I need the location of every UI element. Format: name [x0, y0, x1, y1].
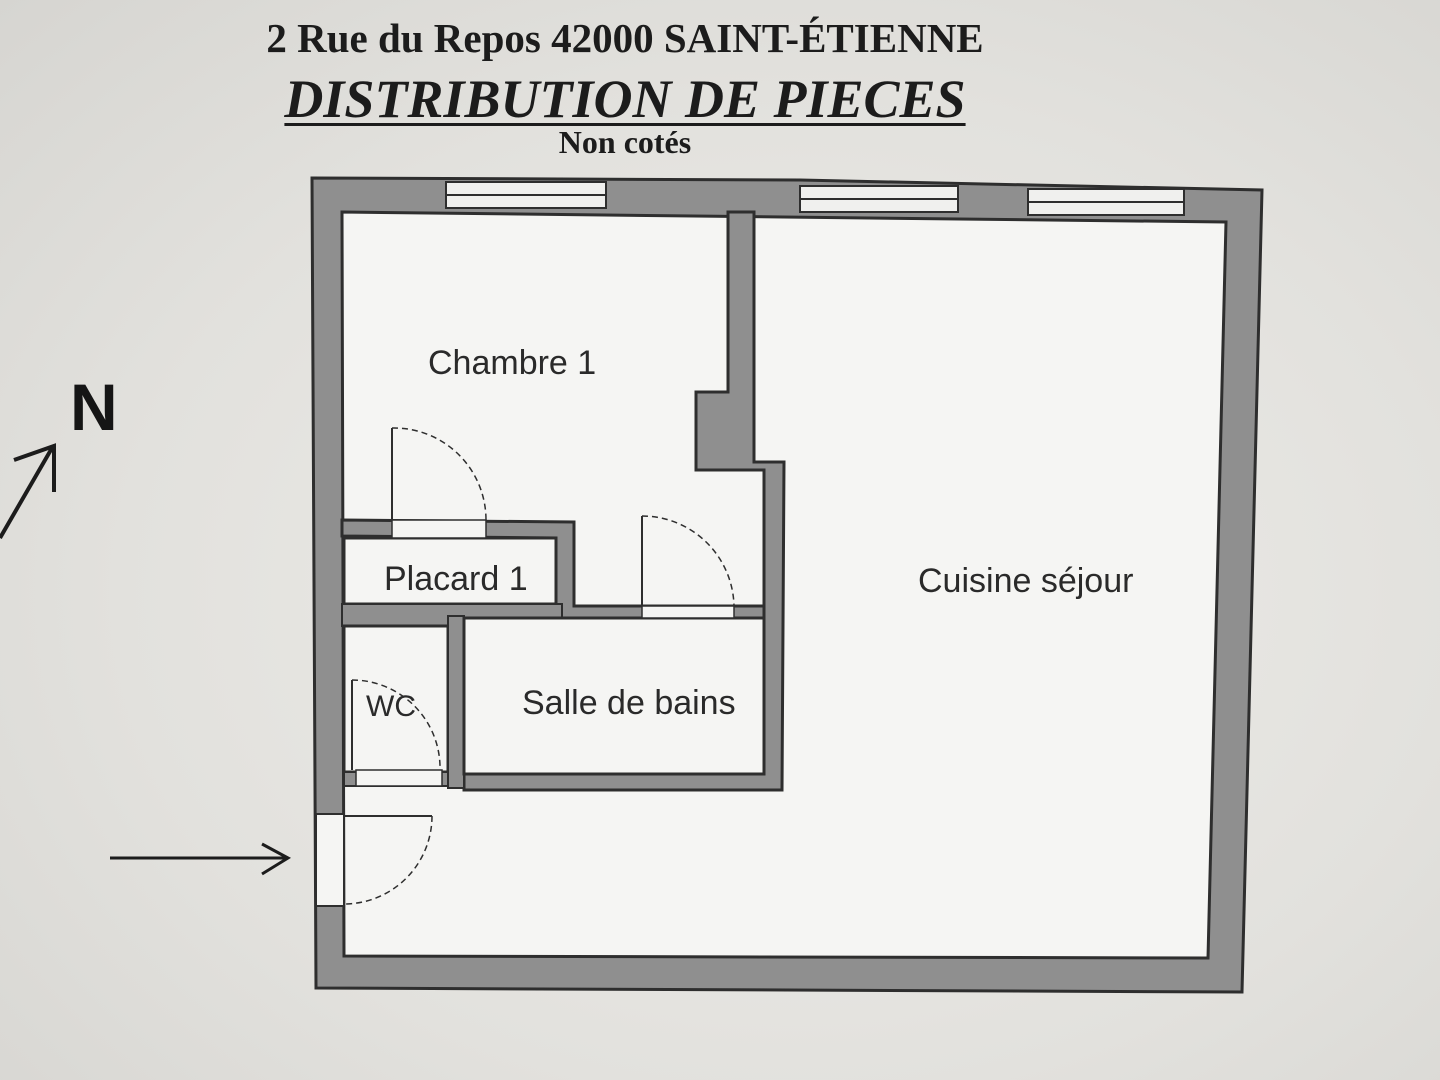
- north-label: N: [70, 370, 118, 444]
- bedroom-door-swing: [391, 427, 487, 521]
- entrance-door-opening: [315, 813, 345, 907]
- room-label-bathroom: Salle de bains: [522, 684, 736, 722]
- north-arrow-head: [13, 443, 56, 492]
- room-bathroom: [462, 616, 766, 776]
- bathroom-door-opening: [641, 605, 735, 619]
- bedroom-door-opening: [391, 519, 487, 539]
- document-subtitle: Non cotés: [558, 124, 692, 160]
- document-title: DISTRIBUTION DE PIECES: [284, 69, 966, 129]
- room-label-kitchen-living: Cuisine séjour: [918, 562, 1133, 600]
- partition-wall-wc-bathroom: [447, 615, 465, 789]
- entrance-door-swing: [343, 815, 433, 905]
- entrance-arrow-head: [261, 842, 292, 876]
- room-closet: [342, 536, 558, 606]
- wc-door-swing: [351, 679, 441, 771]
- wc-door-opening: [355, 769, 443, 787]
- room-label-closet: Placard 1: [384, 560, 528, 598]
- room-label-wc: WC: [366, 690, 416, 723]
- bathroom-door-swing: [641, 515, 735, 607]
- property-address: 2 Rue du Repos 42000 SAINT-ÉTIENNE: [266, 15, 984, 61]
- north-arrow-shaft: [0, 446, 54, 540]
- room-label-bedroom: Chambre 1: [428, 344, 596, 382]
